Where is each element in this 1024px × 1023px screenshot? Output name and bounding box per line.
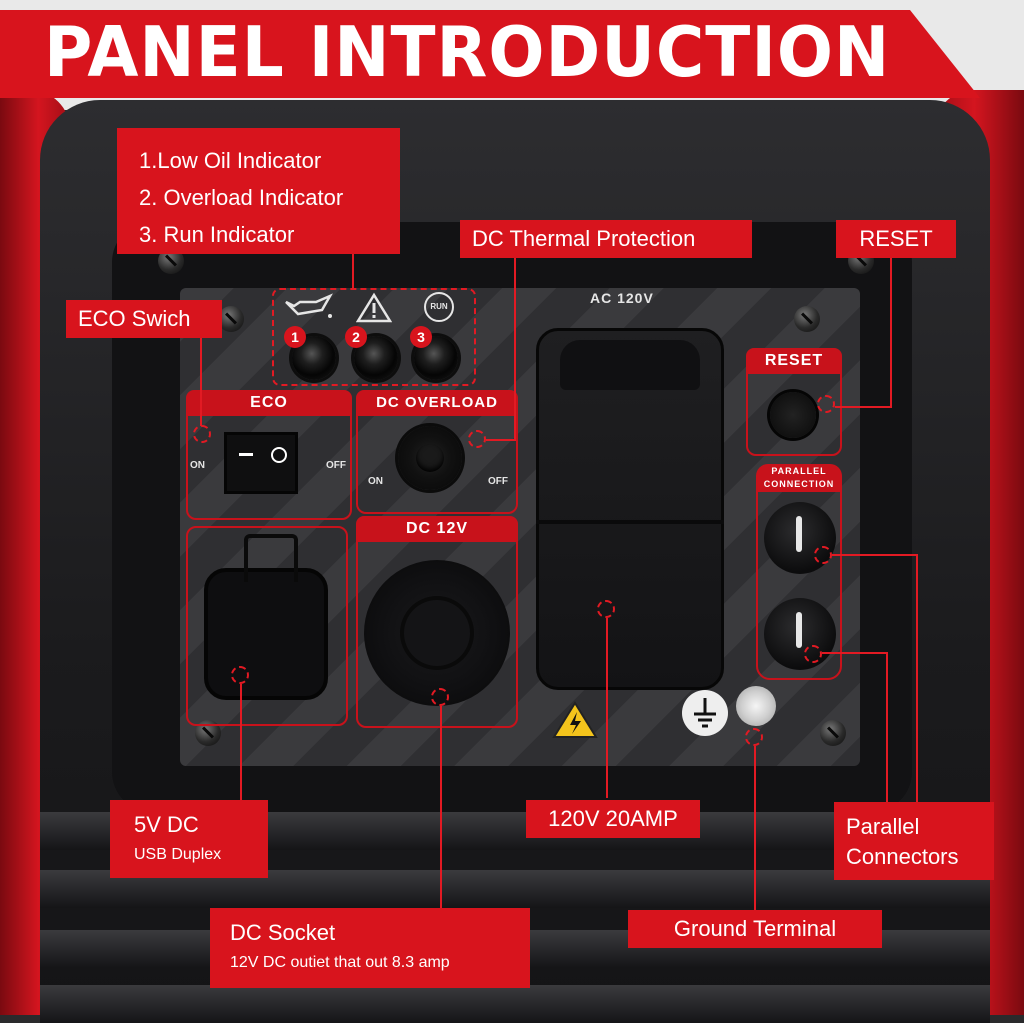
reset-target-ring — [817, 395, 835, 413]
parallel-connector-slot — [796, 516, 802, 552]
dc-thermal-callout: DC Thermal Protection — [460, 220, 752, 258]
parallel-connector-bottom[interactable] — [764, 598, 836, 670]
indicator-group-frame — [272, 288, 476, 386]
leader-line — [606, 618, 608, 798]
reset-callout: RESET — [836, 220, 956, 258]
leader-line — [822, 652, 888, 654]
reset-heading: RESET — [746, 348, 842, 374]
leader-line — [514, 252, 516, 440]
eco-target-ring — [193, 425, 211, 443]
screw — [820, 720, 846, 746]
parallel-callout-line2: Connectors — [846, 844, 959, 869]
leader-line — [886, 652, 888, 804]
indicator-callout: 1.Low Oil Indicator 2. Overload Indicato… — [117, 128, 400, 254]
indicator-number-2: 2 — [345, 326, 367, 348]
dc-overload-heading: DC OVERLOAD — [356, 390, 518, 416]
leader-line — [835, 406, 892, 408]
leader-line — [890, 252, 892, 408]
parallel-connector-slot — [796, 612, 802, 648]
parallel-heading: PARALLEL CONNECTION — [756, 464, 842, 492]
leader-line — [754, 746, 756, 910]
parallel-heading-line2: CONNECTION — [763, 479, 835, 489]
usb-callout: 5V DC USB Duplex — [110, 800, 268, 878]
warning-triangle-icon — [356, 292, 392, 323]
oil-can-icon — [285, 293, 333, 318]
ground-symbol-icon — [682, 690, 728, 736]
ac-outlet-cover-tab — [560, 340, 700, 390]
usb-section — [186, 526, 348, 726]
ground-target-ring — [745, 728, 763, 746]
high-voltage-icon — [552, 701, 598, 738]
dc-socket-callout-title: DC Socket — [230, 920, 336, 945]
parallel-target-ring-top — [814, 546, 832, 564]
dc-thermal-target-ring — [468, 430, 486, 448]
leader-line — [832, 554, 918, 556]
outlet-callout: 120V 20AMP — [526, 800, 700, 838]
title-banner — [0, 10, 980, 98]
usb-target-ring — [231, 666, 249, 684]
louver — [40, 985, 990, 1023]
dc-socket-callout: DC Socket 12V DC outiet that out 8.3 amp — [210, 908, 530, 988]
eco-switch[interactable] — [224, 432, 298, 494]
leader-line — [200, 334, 202, 426]
indicator-number-3: 3 — [410, 326, 432, 348]
screw — [218, 306, 244, 332]
run-icon: RUN — [424, 292, 454, 322]
ac-voltage-label: AC 120V — [590, 290, 654, 306]
eco-heading: ECO — [186, 390, 352, 416]
outlet-target-ring — [597, 600, 615, 618]
indicator-line-3: 3. Run Indicator — [139, 222, 295, 247]
usb-port-cover[interactable] — [204, 568, 328, 700]
reset-button[interactable] — [770, 392, 816, 438]
leader-line — [486, 439, 516, 441]
eco-switch-off-mark — [271, 447, 287, 463]
page-title: PANEL INTRODUCTION — [44, 12, 891, 93]
parallel-callout-line1: Parallel — [846, 814, 920, 839]
dc-socket-cap — [404, 600, 470, 666]
indicator-number-1: 1 — [284, 326, 306, 348]
parallel-heading-line1: PARALLEL — [771, 466, 827, 476]
ground-terminal[interactable] — [736, 686, 776, 726]
eco-switch-on-mark — [239, 453, 253, 456]
dc12v-heading: DC 12V — [356, 516, 518, 542]
leader-line — [440, 706, 442, 910]
screw — [794, 306, 820, 332]
dc-on-label: ON — [368, 476, 383, 487]
eco-off-label: OFF — [326, 460, 346, 471]
dc-socket-target-ring — [431, 688, 449, 706]
leader-line — [916, 554, 918, 804]
run-icon-text: RUN — [430, 302, 448, 311]
dc-socket-callout-subtitle: 12V DC outiet that out 8.3 amp — [230, 954, 450, 971]
dc-off-label: OFF — [488, 476, 508, 487]
eco-on-label: ON — [190, 460, 205, 471]
breaker-button-cap — [416, 444, 444, 472]
usb-callout-subtitle: USB Duplex — [134, 846, 222, 863]
eco-switch-callout: ECO Swich — [66, 300, 222, 338]
usb-cover-hinge — [244, 534, 298, 582]
ground-terminal-callout: Ground Terminal — [628, 910, 882, 948]
indicator-line-1: 1.Low Oil Indicator — [139, 148, 322, 173]
leader-line — [240, 684, 242, 802]
usb-callout-title: 5V DC — [134, 812, 199, 837]
parallel-target-ring-bottom — [804, 645, 822, 663]
indicator-line-2: 2. Overload Indicator — [139, 185, 344, 210]
parallel-callout: Parallel Connectors — [834, 802, 994, 880]
leader-line — [352, 252, 354, 290]
ac-outlet-cover-seam — [536, 520, 724, 524]
